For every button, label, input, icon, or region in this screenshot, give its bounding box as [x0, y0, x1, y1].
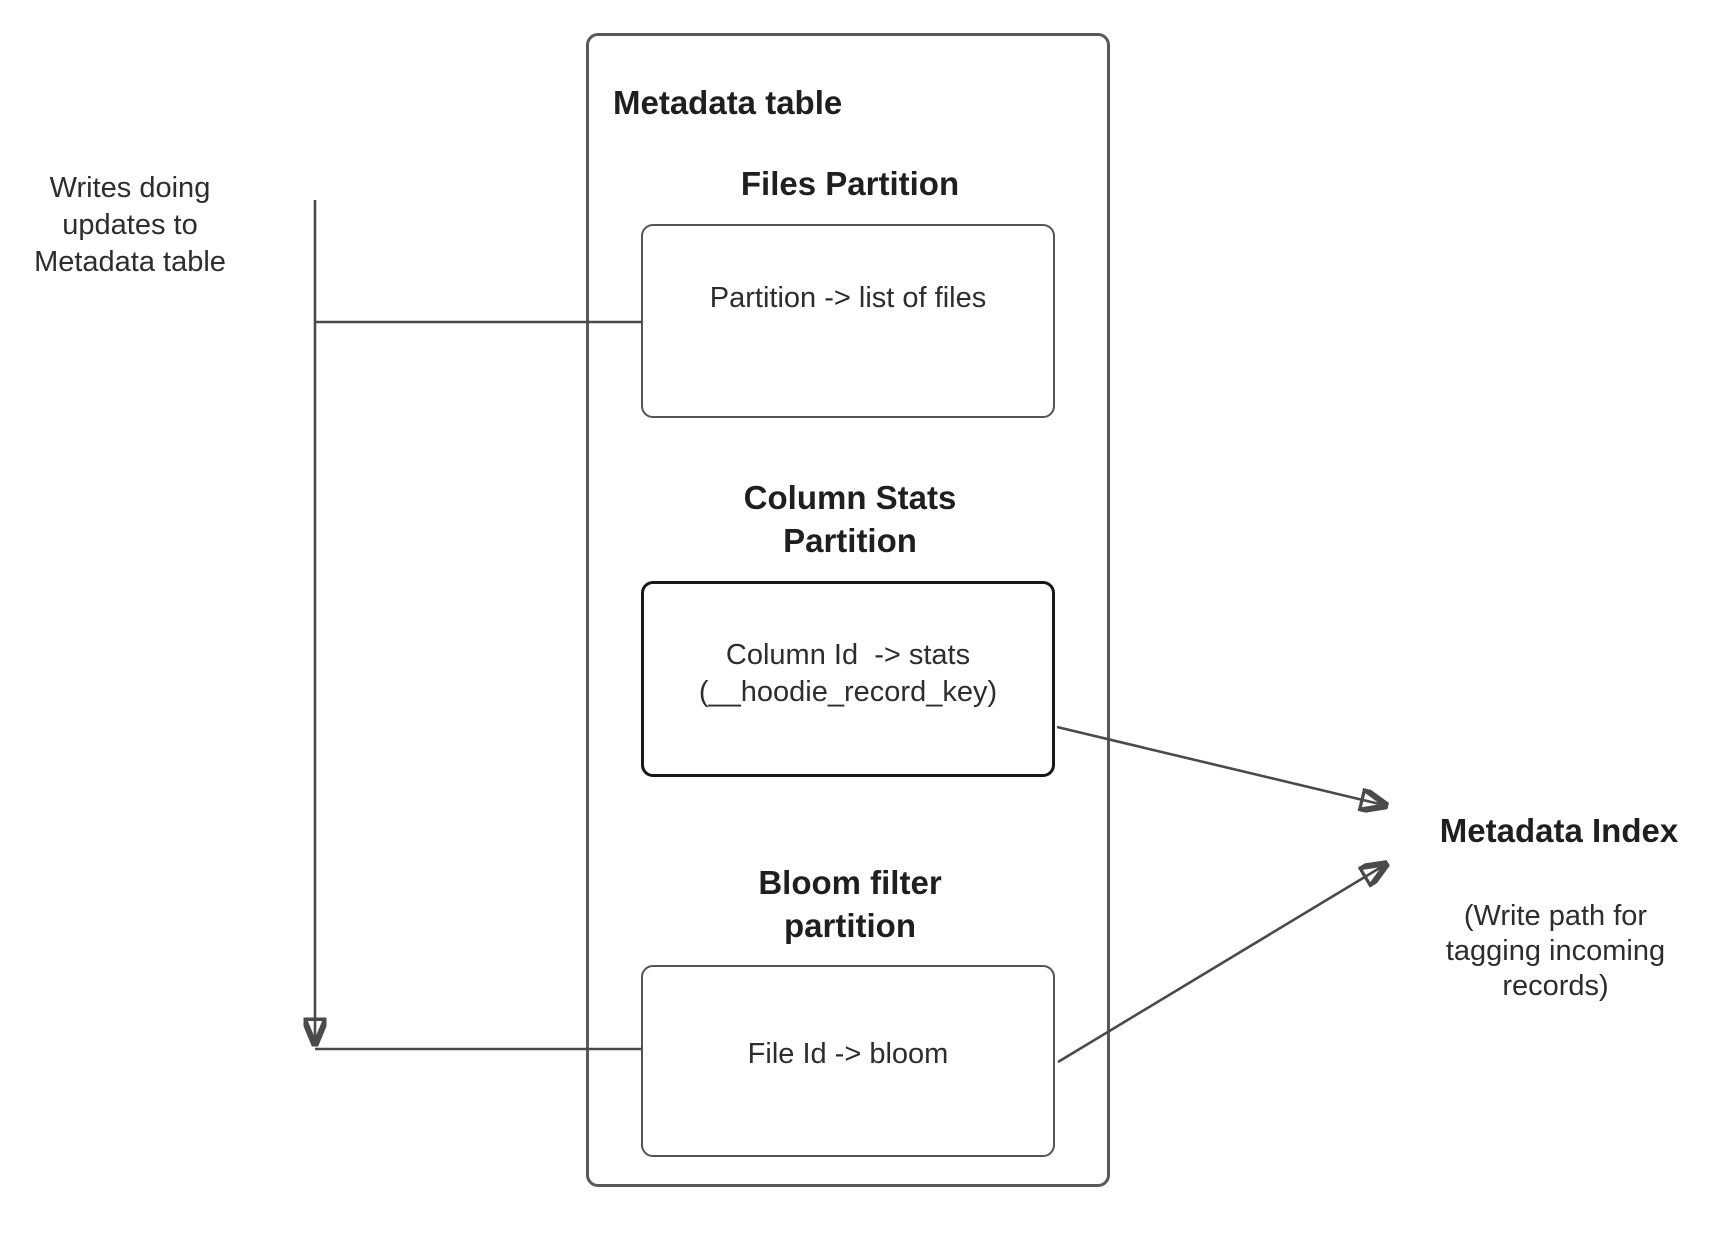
bloom-filter-body: File Id -> bloom [747, 1037, 949, 1070]
metadata-table-box [586, 33, 1110, 1187]
column-stats-partition-heading: Column Stats Partition [743, 479, 957, 559]
files-partition-body: Partition -> list of files [709, 281, 987, 314]
bloom-filter-partition-heading: Bloom filter partition [758, 864, 942, 944]
files-partition-heading: Files Partition [740, 165, 960, 202]
writes-annotation: Writes doing updates to Metadata table [34, 172, 226, 278]
metadata-index-subtitle: (Write path for tagging incoming records… [1445, 900, 1666, 1002]
column-stats-body-line2: (__hoodie_record_key) [698, 676, 998, 708]
column-stats-body-line1: Column Id -> stats [725, 639, 971, 671]
bloom-filter-partition-box: File Id -> bloom [641, 965, 1055, 1157]
files-partition-box: Partition -> list of files [641, 224, 1055, 418]
metadata-table-title: Metadata table [613, 84, 843, 121]
column-stats-partition-box: Column Id -> stats (__hoodie_record_key) [641, 581, 1055, 777]
metadata-index-title: Metadata Index [1439, 812, 1679, 849]
